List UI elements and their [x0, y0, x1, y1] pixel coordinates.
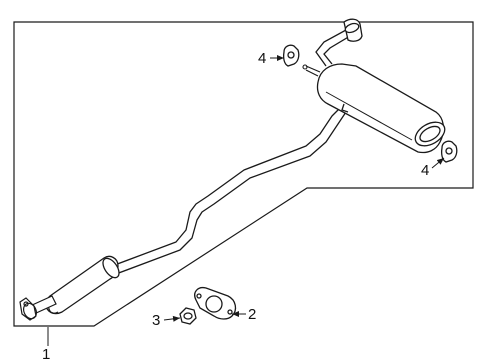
callout-4-upper: 4	[258, 50, 266, 67]
exhaust-pipe	[111, 105, 347, 275]
rubber-hanger-lower	[440, 140, 458, 163]
resonator	[45, 255, 120, 315]
assembly-frame	[13, 21, 474, 327]
leader-3	[163, 315, 181, 322]
tailpipe	[315, 18, 363, 67]
leader-4-lower	[431, 157, 445, 169]
callout-2: 2	[248, 306, 256, 323]
inlet-pipe-flange	[19, 295, 57, 321]
rubber-hanger-upper	[282, 44, 300, 67]
hex-nut	[179, 307, 197, 325]
flange-gasket	[194, 286, 237, 320]
callout-3: 3	[152, 312, 160, 329]
rear-muffler	[316, 63, 446, 154]
muffler-hanger-stud	[302, 64, 321, 77]
leader-lines	[47, 55, 445, 346]
callout-4-lower: 4	[421, 162, 429, 179]
callout-1: 1	[42, 346, 50, 360]
